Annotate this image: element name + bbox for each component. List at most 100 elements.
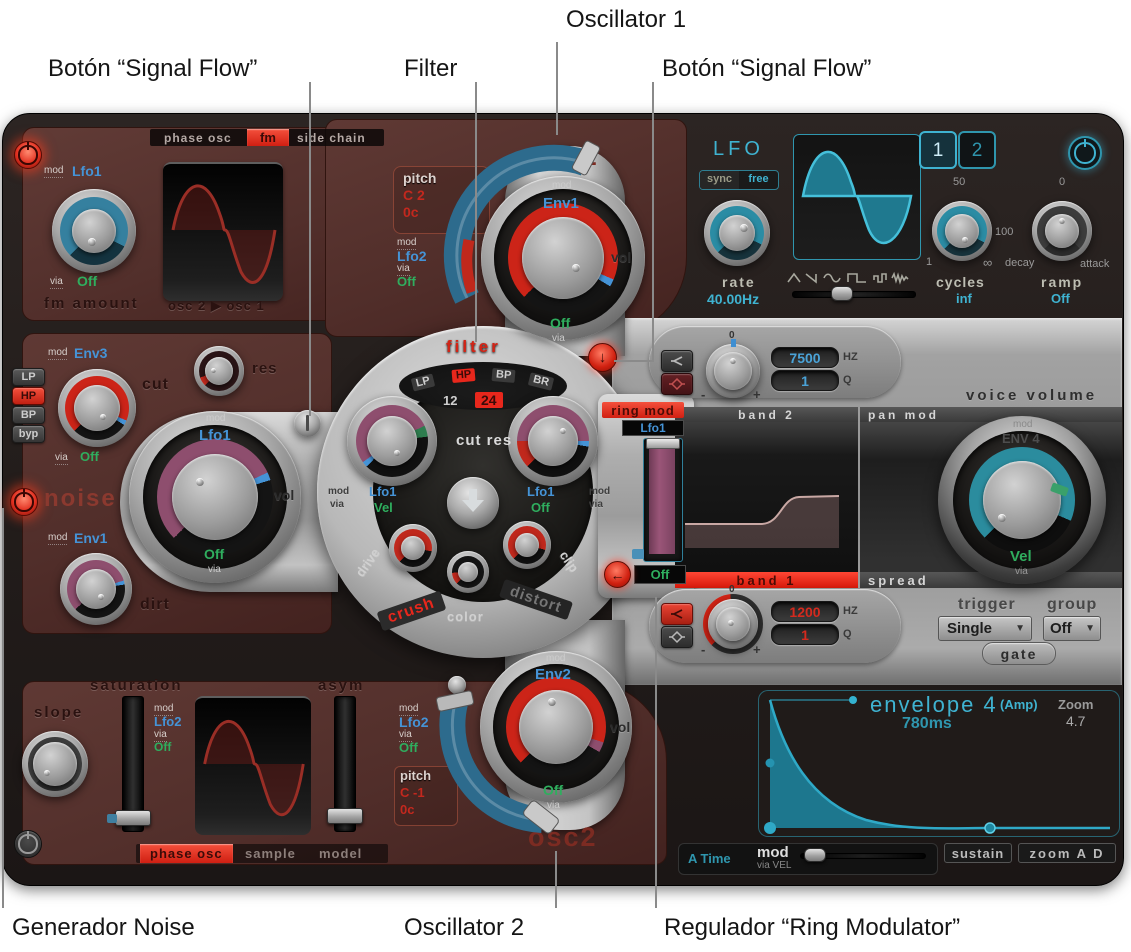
noise-vol-mod-value[interactable]: Lfo1 bbox=[199, 427, 231, 444]
lfo-ramp-value[interactable]: Off bbox=[1051, 291, 1070, 306]
noise-cut-via-value[interactable]: Off bbox=[80, 449, 99, 464]
lfo-cycles-value[interactable]: inf bbox=[956, 291, 972, 306]
tab-phase-osc-2[interactable]: phase osc bbox=[140, 844, 233, 863]
osc2-pitch-arc-slider[interactable] bbox=[430, 640, 610, 840]
lfo-cycles-knob-face[interactable] bbox=[945, 214, 979, 248]
band2-header-bar[interactable]: band 2 bbox=[675, 407, 858, 422]
noise-vol-via-value[interactable]: Off bbox=[204, 546, 225, 562]
group-dropdown[interactable]: Off ▼ bbox=[1043, 616, 1101, 641]
signal-flow-button-right[interactable]: ↓ bbox=[588, 343, 617, 372]
envelope-zoom-value[interactable]: 4.7 bbox=[1066, 713, 1086, 729]
osc2-pitch-cents[interactable]: 0c bbox=[400, 802, 415, 817]
filter-slope-24[interactable]: 24 bbox=[475, 392, 503, 408]
lfo-power-button[interactable] bbox=[1068, 136, 1102, 170]
osc1-vol-mod-value[interactable]: Env1 bbox=[543, 195, 579, 212]
osc1-mod-value[interactable]: Lfo2 bbox=[397, 248, 427, 264]
noise-filter-byp-button[interactable]: byp bbox=[12, 425, 45, 443]
tab-side-chain[interactable]: side chain bbox=[297, 131, 366, 145]
lfo-sync-free-toggle[interactable]: sync free bbox=[699, 170, 779, 190]
noise-res-knob-face[interactable] bbox=[205, 357, 233, 385]
tab-sample[interactable]: sample bbox=[245, 846, 296, 861]
lfo-select-2-button[interactable]: 2 bbox=[958, 131, 996, 169]
saturation-via-value[interactable]: Off bbox=[154, 740, 172, 754]
osc2-vol-knob-face[interactable] bbox=[519, 690, 593, 764]
tab-model[interactable]: model bbox=[319, 846, 363, 861]
filter-color-knob-face[interactable] bbox=[458, 562, 478, 582]
trigger-dropdown[interactable]: Single ▼ bbox=[938, 616, 1032, 641]
noise-dirt-knob-face[interactable] bbox=[76, 569, 116, 609]
osc1-pitch-note[interactable]: C 2 bbox=[403, 187, 425, 203]
slope-knob-face[interactable] bbox=[33, 742, 77, 786]
noise-cut-knob-face[interactable] bbox=[74, 385, 120, 431]
lfo-wave-slider-track[interactable] bbox=[792, 291, 916, 298]
band2-q-box[interactable]: 1 bbox=[771, 370, 839, 391]
panmod-header-bar[interactable]: pan mod bbox=[860, 407, 1122, 422]
osc1-pitch-arc-slider[interactable] bbox=[443, 140, 695, 325]
osc2-via-value[interactable]: Off bbox=[399, 740, 418, 755]
noise-dirt-mod-value[interactable]: Env1 bbox=[74, 530, 108, 546]
filter-drive-knob-face[interactable] bbox=[401, 536, 425, 560]
tab-phase-osc[interactable]: phase osc bbox=[164, 131, 232, 145]
ringmod-fader-handle[interactable] bbox=[632, 549, 644, 559]
lfo-free-option[interactable]: free bbox=[748, 173, 769, 185]
filter-res-via-value[interactable]: Off bbox=[531, 500, 550, 515]
osc1-vol-knob-face[interactable] bbox=[522, 217, 604, 299]
eq-curve[interactable] bbox=[675, 422, 858, 572]
fm-mod-value[interactable]: Lfo1 bbox=[72, 163, 102, 179]
noise-filter-lp-button[interactable]: LP bbox=[12, 368, 45, 386]
filter-slope-12[interactable]: 12 bbox=[443, 393, 458, 408]
voice-via-value[interactable]: Vel bbox=[1010, 548, 1032, 565]
voice-vol-knob-face[interactable] bbox=[983, 461, 1061, 539]
asym-slider-track[interactable] bbox=[334, 696, 356, 832]
noise-vol-knob-face[interactable] bbox=[172, 454, 258, 540]
band2-peak-button[interactable] bbox=[661, 373, 693, 395]
band1-freq-box[interactable]: 1200 bbox=[771, 601, 839, 622]
filter-cut-knob-face[interactable] bbox=[367, 416, 417, 466]
envelope-mod-slider-handle[interactable] bbox=[804, 848, 826, 862]
osc2-pitch-note[interactable]: C -1 bbox=[400, 785, 425, 800]
lfo-rate-value[interactable]: 40.00Hz bbox=[707, 291, 760, 307]
filter-type-hp[interactable]: HP bbox=[451, 368, 476, 383]
saturation-slider-handle[interactable] bbox=[115, 810, 151, 826]
voice-mod-value[interactable]: ENV 4 bbox=[1002, 431, 1040, 446]
osc2-vol-mod-value[interactable]: Env2 bbox=[535, 666, 571, 683]
filter-type-bp[interactable]: BP bbox=[491, 368, 516, 383]
lfo-sync-option[interactable]: sync bbox=[700, 171, 739, 189]
osc1-pitch-cents[interactable]: 0c bbox=[403, 204, 419, 220]
band1-q-box[interactable]: 1 bbox=[771, 624, 839, 645]
filter-cut-mod-value[interactable]: Lfo1 bbox=[369, 484, 397, 499]
osc1-vol-via-value[interactable]: Off bbox=[550, 315, 571, 331]
osc2-mod-value[interactable]: Lfo2 bbox=[399, 714, 429, 730]
saturation-slider-track[interactable] bbox=[122, 696, 144, 832]
asym-slider-handle[interactable] bbox=[327, 808, 363, 824]
band2-shelf-button[interactable] bbox=[661, 350, 693, 372]
osc2-vol-via-value[interactable]: Off bbox=[543, 782, 564, 798]
gate-button[interactable]: gate bbox=[982, 642, 1056, 665]
band1-header-bar[interactable]: band 1 bbox=[675, 572, 858, 588]
lfo-select-1-button[interactable]: 1 bbox=[919, 131, 957, 169]
ringmod-mod-box[interactable]: Lfo1 bbox=[622, 420, 684, 436]
fm-via-value[interactable]: Off bbox=[77, 273, 98, 289]
band1-peak-button[interactable] bbox=[661, 626, 693, 648]
tab-fm[interactable]: fm bbox=[247, 129, 289, 146]
filter-cut-via-value[interactable]: Vel bbox=[374, 500, 393, 515]
noise-cut-mod-value[interactable]: Env3 bbox=[74, 345, 108, 361]
filter-clip-knob-face[interactable] bbox=[515, 533, 539, 557]
band2-freq-box[interactable]: 7500 bbox=[771, 347, 839, 368]
ringmod-fader-cap[interactable] bbox=[646, 438, 680, 449]
band1-shelf-button[interactable] bbox=[661, 603, 693, 625]
osc2-section-power-button[interactable] bbox=[14, 830, 42, 858]
filter-res-knob-face[interactable] bbox=[528, 416, 578, 466]
ringmod-value-box[interactable]: Off bbox=[634, 565, 686, 584]
fm-amount-knob-face[interactable] bbox=[72, 209, 116, 253]
lfo-waveform-icons[interactable] bbox=[786, 270, 914, 286]
noise-filter-bp-button[interactable]: BP bbox=[12, 406, 45, 424]
noise-power-button[interactable] bbox=[10, 488, 38, 516]
lfo-rate-knob-face[interactable] bbox=[719, 215, 755, 251]
saturation-mod-value[interactable]: Lfo2 bbox=[154, 714, 182, 729]
zoom-a-d-button[interactable]: zoom A D bbox=[1018, 843, 1116, 863]
sustain-button[interactable]: sustain bbox=[944, 843, 1012, 863]
envelope-curve[interactable] bbox=[758, 690, 1118, 835]
envelope-mod-slider-track[interactable] bbox=[800, 853, 926, 859]
fm-power-button[interactable] bbox=[14, 141, 42, 169]
